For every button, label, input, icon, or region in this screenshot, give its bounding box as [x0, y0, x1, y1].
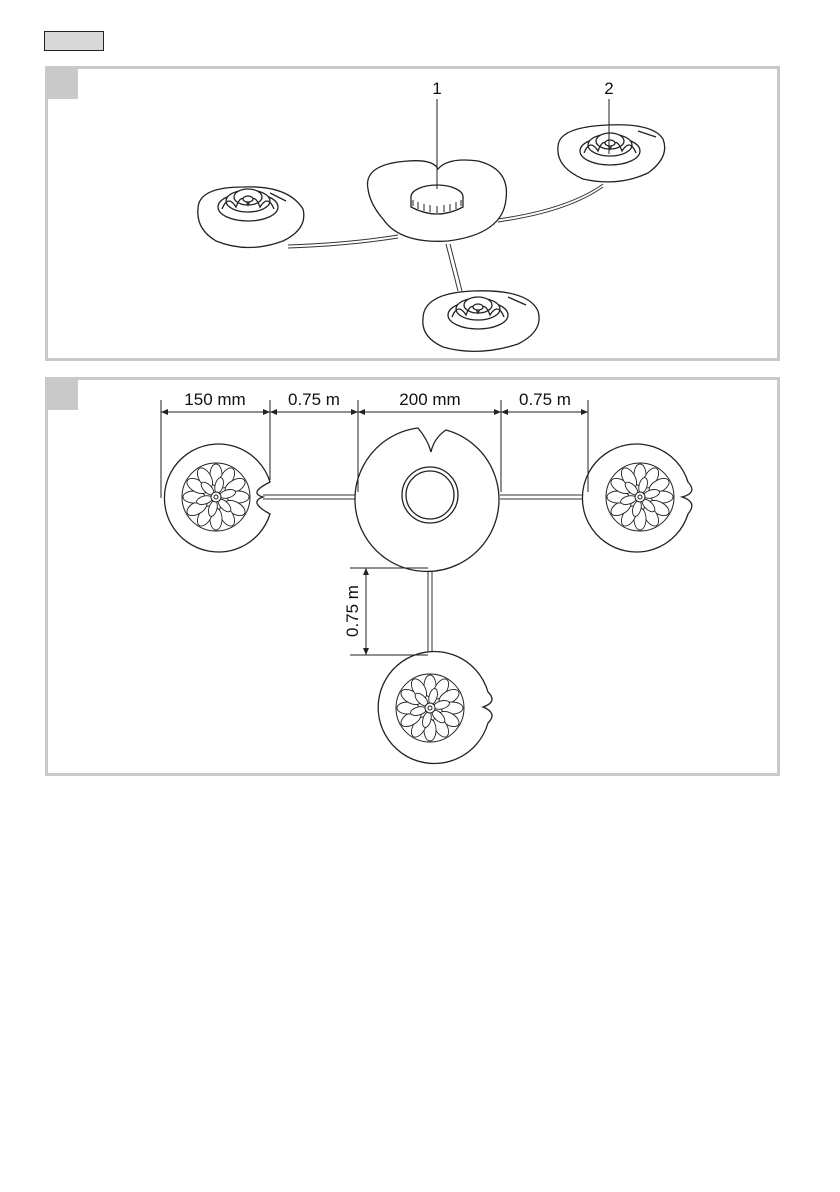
- figure-a-perspective-view: 1 2: [45, 66, 780, 361]
- right-pad-top: [582, 444, 691, 552]
- dim-spacing-right: 0.75 m: [519, 390, 571, 409]
- dim-pad-width: 150 mm: [184, 390, 245, 409]
- solar-light-unit: [411, 185, 463, 214]
- svg-text:2: 2: [604, 79, 613, 98]
- figure-b-drawing: 150 mm 0.75 m 200 mm 0.75 m 0.75 m: [48, 380, 783, 779]
- svg-text:1: 1: [432, 79, 441, 98]
- center-pad-top: [355, 428, 499, 571]
- language-tab: [44, 31, 104, 51]
- lily-pad-bottom: [423, 291, 539, 352]
- dim-center-width: 200 mm: [399, 390, 460, 409]
- dim-spacing-bottom: 0.75 m: [343, 585, 362, 637]
- left-pad-top: [164, 444, 270, 552]
- figure-a-drawing: 1 2: [48, 69, 783, 364]
- lily-pad-right: [558, 125, 665, 182]
- figure-b-top-view: 150 mm 0.75 m 200 mm 0.75 m 0.75 m: [45, 377, 780, 776]
- dim-spacing-left: 0.75 m: [288, 390, 340, 409]
- lily-pad-left: [198, 187, 304, 248]
- bottom-pad-top: [378, 652, 492, 764]
